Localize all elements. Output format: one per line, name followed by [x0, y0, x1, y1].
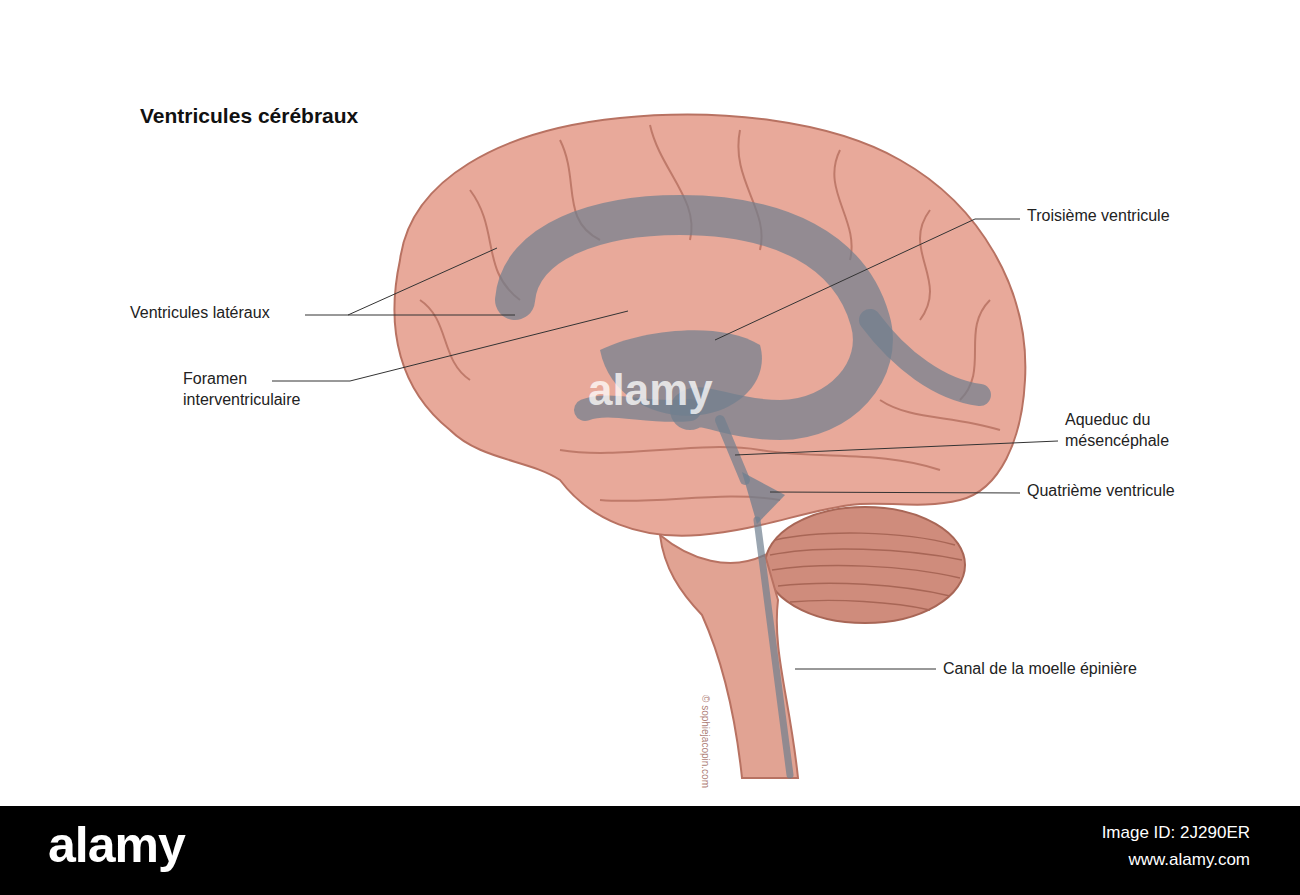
diagram-title: Ventricules cérébraux: [140, 102, 358, 129]
copyright-note: © sophiejacopin.com: [699, 695, 712, 788]
part-label: Canal de la moelle épinière: [943, 659, 1137, 680]
watermark-logo: alamy: [48, 818, 185, 873]
watermark: alamy: [588, 368, 713, 412]
part-label: Quatrième ventricule: [1027, 481, 1175, 502]
image-id: Image ID: 2J290ER: [1102, 822, 1250, 844]
part-label: Aqueduc du mésencéphale: [1065, 410, 1205, 452]
part-label: Troisième ventricule: [1027, 206, 1170, 227]
part-label: Ventricules latéraux: [130, 303, 270, 324]
part-label: Foramen interventriculaire: [183, 369, 333, 411]
website: www.alamy.com: [1128, 849, 1250, 871]
